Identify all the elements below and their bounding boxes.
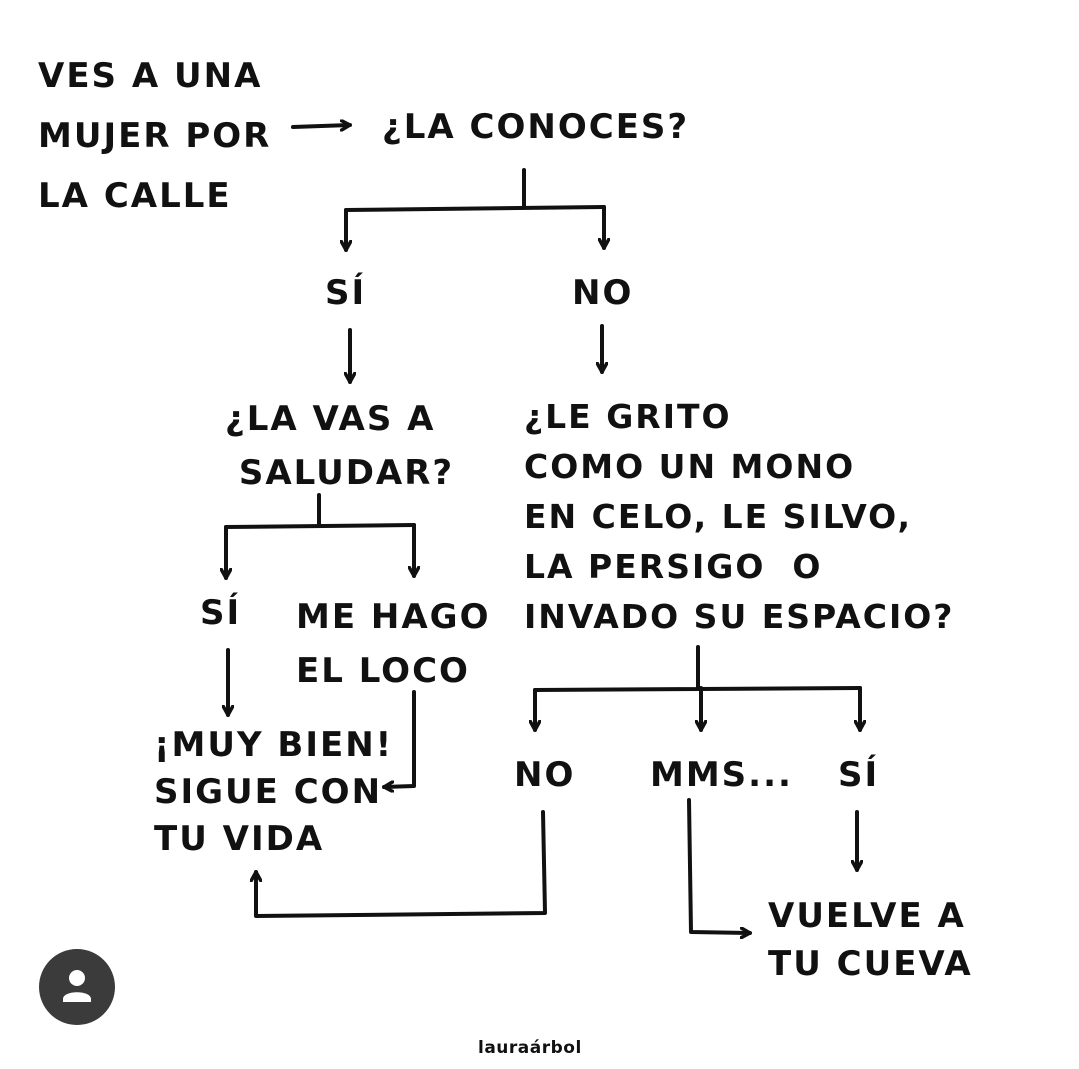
no-answer-1: NO — [572, 273, 634, 313]
question-harass-node: ¿LE GRITO COMO UN MONO EN CELO, LE SILVO… — [524, 397, 955, 636]
branch-question-know — [344, 168, 606, 212]
question-greet-node: ¿LA VAS A SALUDAR? — [225, 399, 455, 493]
arrow-mms-to-cave — [687, 798, 752, 933]
cave-node: VUELVE A TU CUEVA — [768, 896, 973, 984]
branch-question-greet — [224, 493, 416, 529]
start-node: VES A UNA MUJER POR LA CALLE — [38, 56, 272, 216]
branch-question-harass — [533, 645, 862, 692]
question-know-node: ¿LA CONOCES? — [382, 107, 690, 147]
mms-answer: MMS... — [650, 755, 793, 795]
no-answer-2: NO — [514, 755, 576, 795]
yes-answer-2: SÍ — [200, 593, 242, 633]
user-avatar-icon[interactable] — [39, 949, 115, 1025]
person-icon — [63, 970, 91, 1002]
arrow-pretend-to-good — [382, 690, 416, 787]
good-node: ¡MUY BIEN! SIGUE CON TU VIDA — [154, 725, 394, 859]
author-credit: lauraárbol — [478, 1038, 582, 1058]
yes-answer-3: SÍ — [838, 755, 880, 795]
yes-answer-1: SÍ — [325, 273, 367, 313]
pretend-node: ME HAGO EL LOCO — [296, 597, 491, 691]
arrow-start-to-question — [291, 125, 352, 127]
arrow-no2-to-good — [256, 810, 547, 918]
